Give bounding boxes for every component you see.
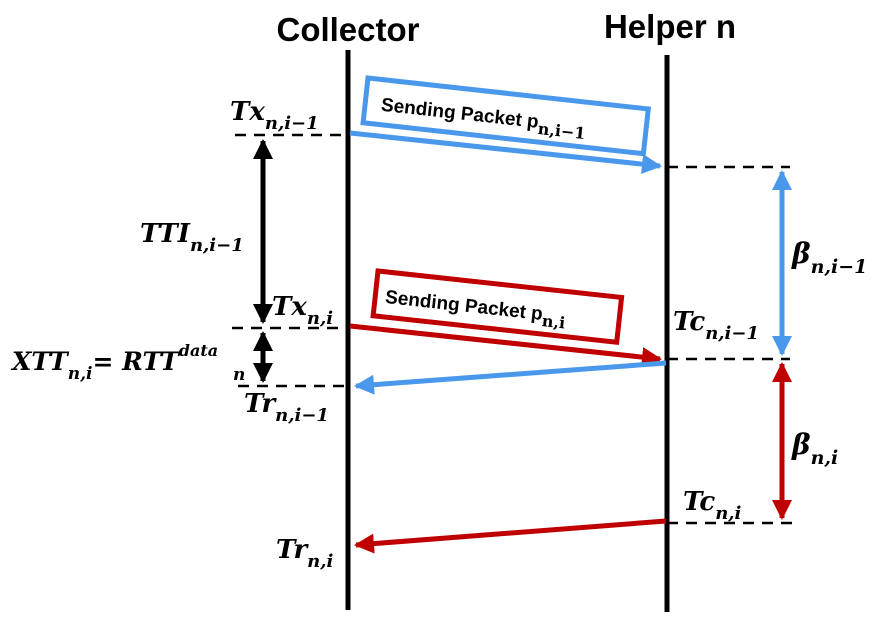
reply-cur-arrow xyxy=(354,518,667,554)
tx-cur-label: Txn,i xyxy=(272,292,333,329)
reply-prev-arrow xyxy=(354,360,667,395)
tr-cur-label: Trn,i xyxy=(276,535,334,572)
tti-label: TTIn,i−1 xyxy=(140,219,244,256)
dashed-guides xyxy=(232,133,795,525)
xtt-label: XTTn,i= RTTdata xyxy=(10,341,218,384)
tc-cur-label: Tcn,i xyxy=(683,487,742,524)
xtt-rhs-subscript: n xyxy=(233,365,245,385)
packet-cur-arrow xyxy=(349,323,662,368)
tx-prev-label: Txn,i−1 xyxy=(230,97,319,134)
collector-header: Collector xyxy=(276,11,419,48)
packet-prev-box: Sending Packet pn,i−1 xyxy=(360,75,652,157)
packet-prev-arrow xyxy=(349,130,662,175)
tc-prev-label: Tcn,i−1 xyxy=(673,307,759,344)
helper-header: Helper n xyxy=(604,8,736,45)
packet-cur-box: Sending Packet pn,i xyxy=(370,268,625,345)
beta-prev-label: βn,i−1 xyxy=(791,237,867,278)
tr-prev-label: Trn,i−1 xyxy=(244,389,329,426)
beta-cur-label: βn,i xyxy=(791,428,838,469)
